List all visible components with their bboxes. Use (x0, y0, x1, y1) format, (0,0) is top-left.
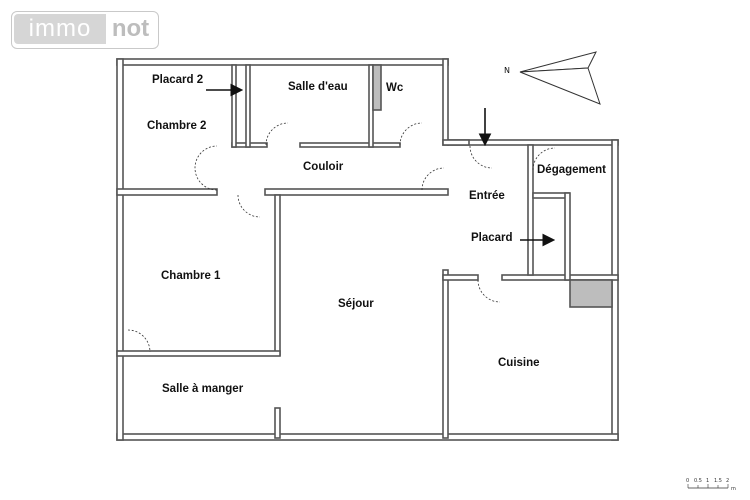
label-chambre-1: Chambre 1 (161, 270, 221, 282)
label-placard-2: Placard 2 (152, 74, 203, 86)
scale-label-2: 2 (726, 478, 729, 484)
door-swings (127, 122, 556, 353)
interior-walls (116, 64, 619, 439)
label-couloir: Couloir (303, 161, 344, 173)
logo-text-not: not (111, 15, 150, 42)
logo-text-immo: immo (14, 14, 106, 44)
scale-label-1-5: 1.5 (714, 478, 722, 484)
scale-unit: m (731, 486, 736, 492)
label-salle-a-manger: Salle à manger (162, 383, 244, 395)
outer-walls (116, 58, 619, 441)
label-placard: Placard (471, 232, 513, 244)
label-chambre-2: Chambre 2 (147, 120, 206, 132)
scale-label-0: 0 (686, 478, 689, 484)
arrows (206, 83, 556, 247)
compass-north-label: N (504, 66, 510, 75)
scale-label-1: 1 (706, 478, 709, 484)
room-labels: Placard 2 Chambre 2 Salle d'eau Wc Coulo… (147, 74, 606, 395)
label-entree: Entrée (469, 190, 505, 202)
label-salle-deau: Salle d'eau (288, 81, 348, 93)
label-degagement: Dégagement (537, 164, 606, 176)
label-cuisine: Cuisine (498, 357, 540, 369)
scale-label-0-5: 0.5 (694, 478, 702, 484)
scale-bar: 0 0.5 1 1.5 2 m (686, 478, 736, 492)
label-wc: Wc (386, 82, 404, 94)
immonot-logo: immo not (11, 11, 159, 49)
label-sejour: Séjour (338, 298, 374, 310)
compass: N (504, 51, 601, 105)
